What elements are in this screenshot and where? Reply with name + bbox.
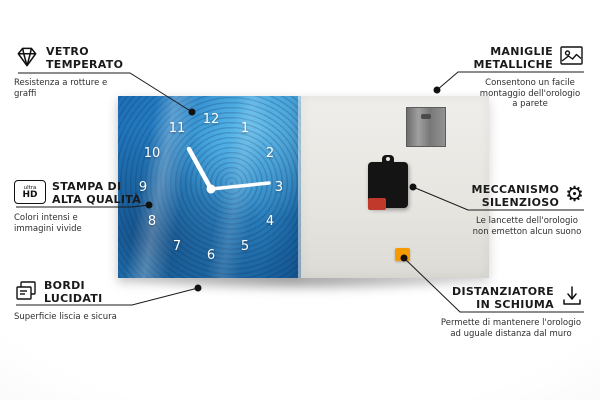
- clock-number: 4: [265, 214, 275, 229]
- clock-mechanism: [368, 155, 408, 210]
- callout-subtitle: Colori intensi e immagini vivide: [14, 213, 82, 234]
- clock-number: 5: [240, 239, 250, 254]
- mechanism-hanging-hook: [382, 155, 394, 163]
- clock-number: 8: [147, 214, 157, 229]
- clock-number: 10: [143, 146, 161, 161]
- clock-hands: [186, 146, 271, 194]
- clock-number: 1: [240, 121, 250, 136]
- ultra-hd-icon-text: HD: [22, 189, 38, 200]
- callout-meccanismo-silenzioso: MECCANISMO SILENZIOSO ⚙ Le lancette dell…: [432, 183, 584, 237]
- spacer-icon: [560, 285, 584, 309]
- clock-number: 6: [206, 248, 216, 263]
- callout-bordi-lucidati: BORDI LUCIDATI Superficie liscia e sicur…: [14, 279, 144, 323]
- callout-title: DISTANZIATORE IN SCHIUMA: [452, 285, 554, 311]
- callout-title: STAMPA DI ALTA QUALITÀ: [52, 180, 142, 206]
- callout-title: MANIGLIE METALLICHE: [473, 45, 553, 71]
- ultra-hd-icon-text: ultra: [23, 184, 37, 191]
- clock-number: 9: [138, 180, 148, 195]
- clock-number: 2: [265, 146, 275, 161]
- gear-icon: ⚙: [565, 182, 584, 206]
- layers-icon: [14, 279, 38, 303]
- callout-subtitle: Permette di mantenere l'orologio ad ugua…: [440, 318, 582, 339]
- clock-front-panel: 1 2 3 4 5 6 7 8 9 10 11 12: [118, 96, 301, 278]
- diamond-icon: [14, 45, 40, 69]
- clock-number: 3: [274, 180, 284, 195]
- picture-icon: [559, 45, 584, 67]
- callout-subtitle: Le lancette dell'orologio non emetton al…: [472, 216, 582, 237]
- callout-subtitle: Superficie liscia e sicura: [14, 312, 117, 322]
- clock-number: 7: [172, 239, 182, 254]
- callout-title: BORDI LUCIDATI: [44, 279, 103, 305]
- clock-number: 12: [202, 112, 220, 127]
- metal-hanger-plate: [406, 107, 446, 147]
- callout-stampa-alta-qualita: ultra HD STAMPA DI ALTA QUALITÀ Colori i…: [14, 180, 144, 234]
- battery: [368, 198, 386, 210]
- callout-subtitle: Consentono un facile montaggio dell'orol…: [479, 78, 581, 109]
- ultra-hd-icon: ultra HD: [14, 180, 46, 204]
- callout-title: MECCANISMO SILENZIOSO: [471, 183, 560, 209]
- callout-maniglie-metalliche: MANIGLIE METALLICHE Consentono un facile…: [432, 45, 584, 110]
- callout-title: VETRO TEMPERATO: [46, 45, 124, 71]
- clock-number: 11: [168, 121, 186, 136]
- callout-subtitle: Resistenza a rotture e graffi: [14, 78, 108, 99]
- callout-distanziatore-in-schiuma: DISTANZIATORE IN SCHIUMA Permette di man…: [430, 285, 584, 339]
- foam-spacer: [395, 248, 410, 261]
- callout-vetro-temperato: VETRO TEMPERATO Resistenza a rotture e g…: [14, 45, 144, 99]
- glass-edge-highlight: [298, 96, 301, 278]
